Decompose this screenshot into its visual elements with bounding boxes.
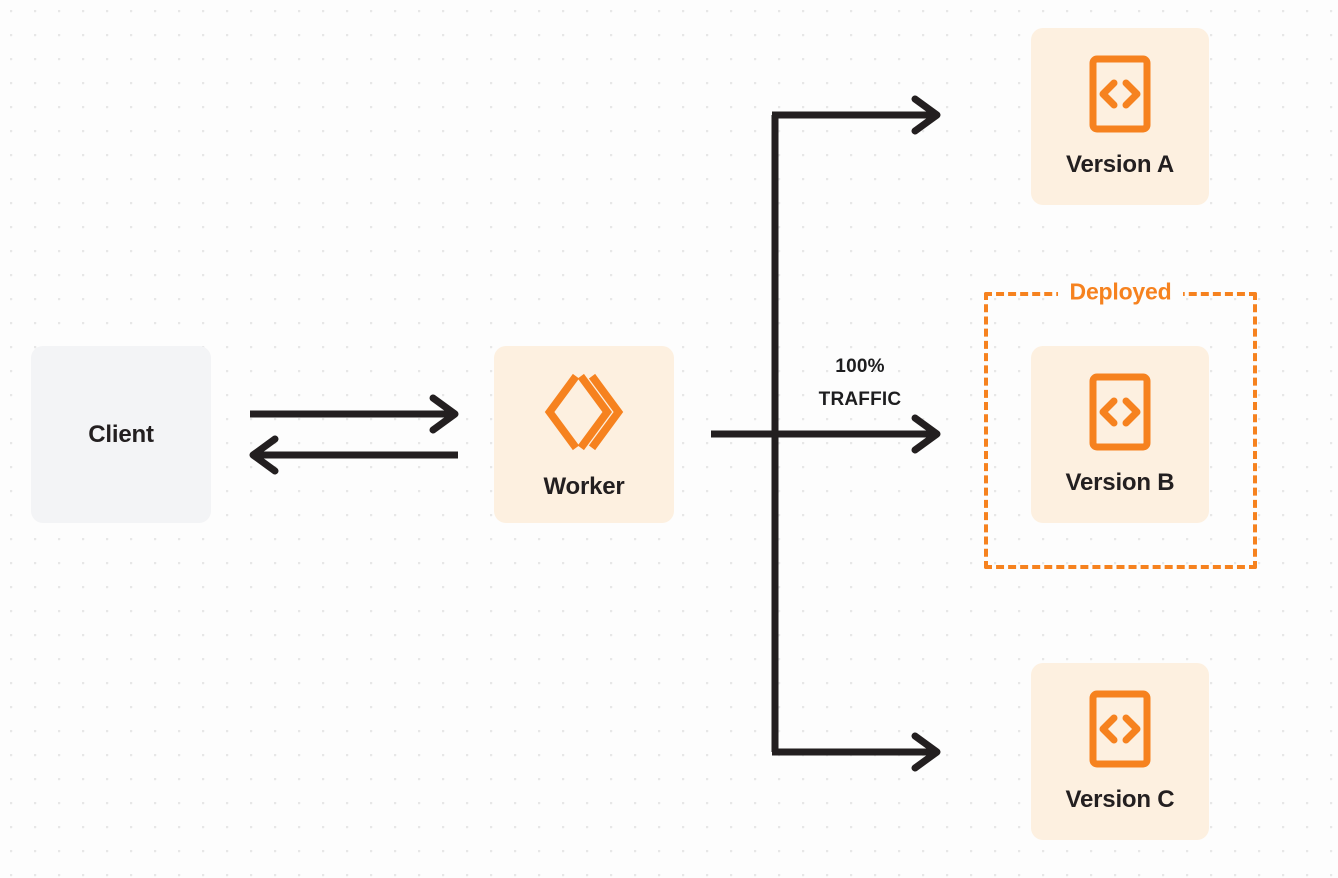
arrow-bus-to-version-a	[772, 95, 941, 135]
version-a-label: Version A	[1065, 150, 1175, 178]
arrow-worker-to-client	[249, 435, 458, 475]
code-file-icon	[1089, 373, 1151, 451]
version-c-label: Version C	[1065, 785, 1175, 813]
arrow-bus-to-version-c	[772, 732, 941, 772]
group-deployed: Deployed	[984, 278, 1257, 569]
cloudflare-workers-logo-icon	[541, 369, 627, 455]
code-file-icon	[1089, 55, 1151, 133]
version-b-label: Version B	[1065, 468, 1175, 496]
node-worker[interactable]: Worker	[494, 346, 674, 523]
traffic-percent-value: 100%	[835, 356, 885, 377]
deployed-group-label: Deployed	[1057, 278, 1184, 306]
node-version-c[interactable]: Version C	[1031, 663, 1209, 840]
client-label: Client	[88, 420, 154, 448]
node-client[interactable]: Client	[31, 346, 211, 523]
code-file-icon	[1089, 690, 1151, 768]
traffic-percentage-label: 100% TRAFFIC	[790, 350, 930, 417]
node-version-a[interactable]: Version A	[1031, 28, 1209, 205]
node-version-b[interactable]: Version B	[1031, 346, 1209, 523]
arrow-client-to-worker	[250, 394, 459, 434]
traffic-unit-label: TRAFFIC	[818, 389, 902, 411]
arrow-bus-to-version-b	[775, 414, 941, 454]
worker-label: Worker	[543, 472, 625, 500]
